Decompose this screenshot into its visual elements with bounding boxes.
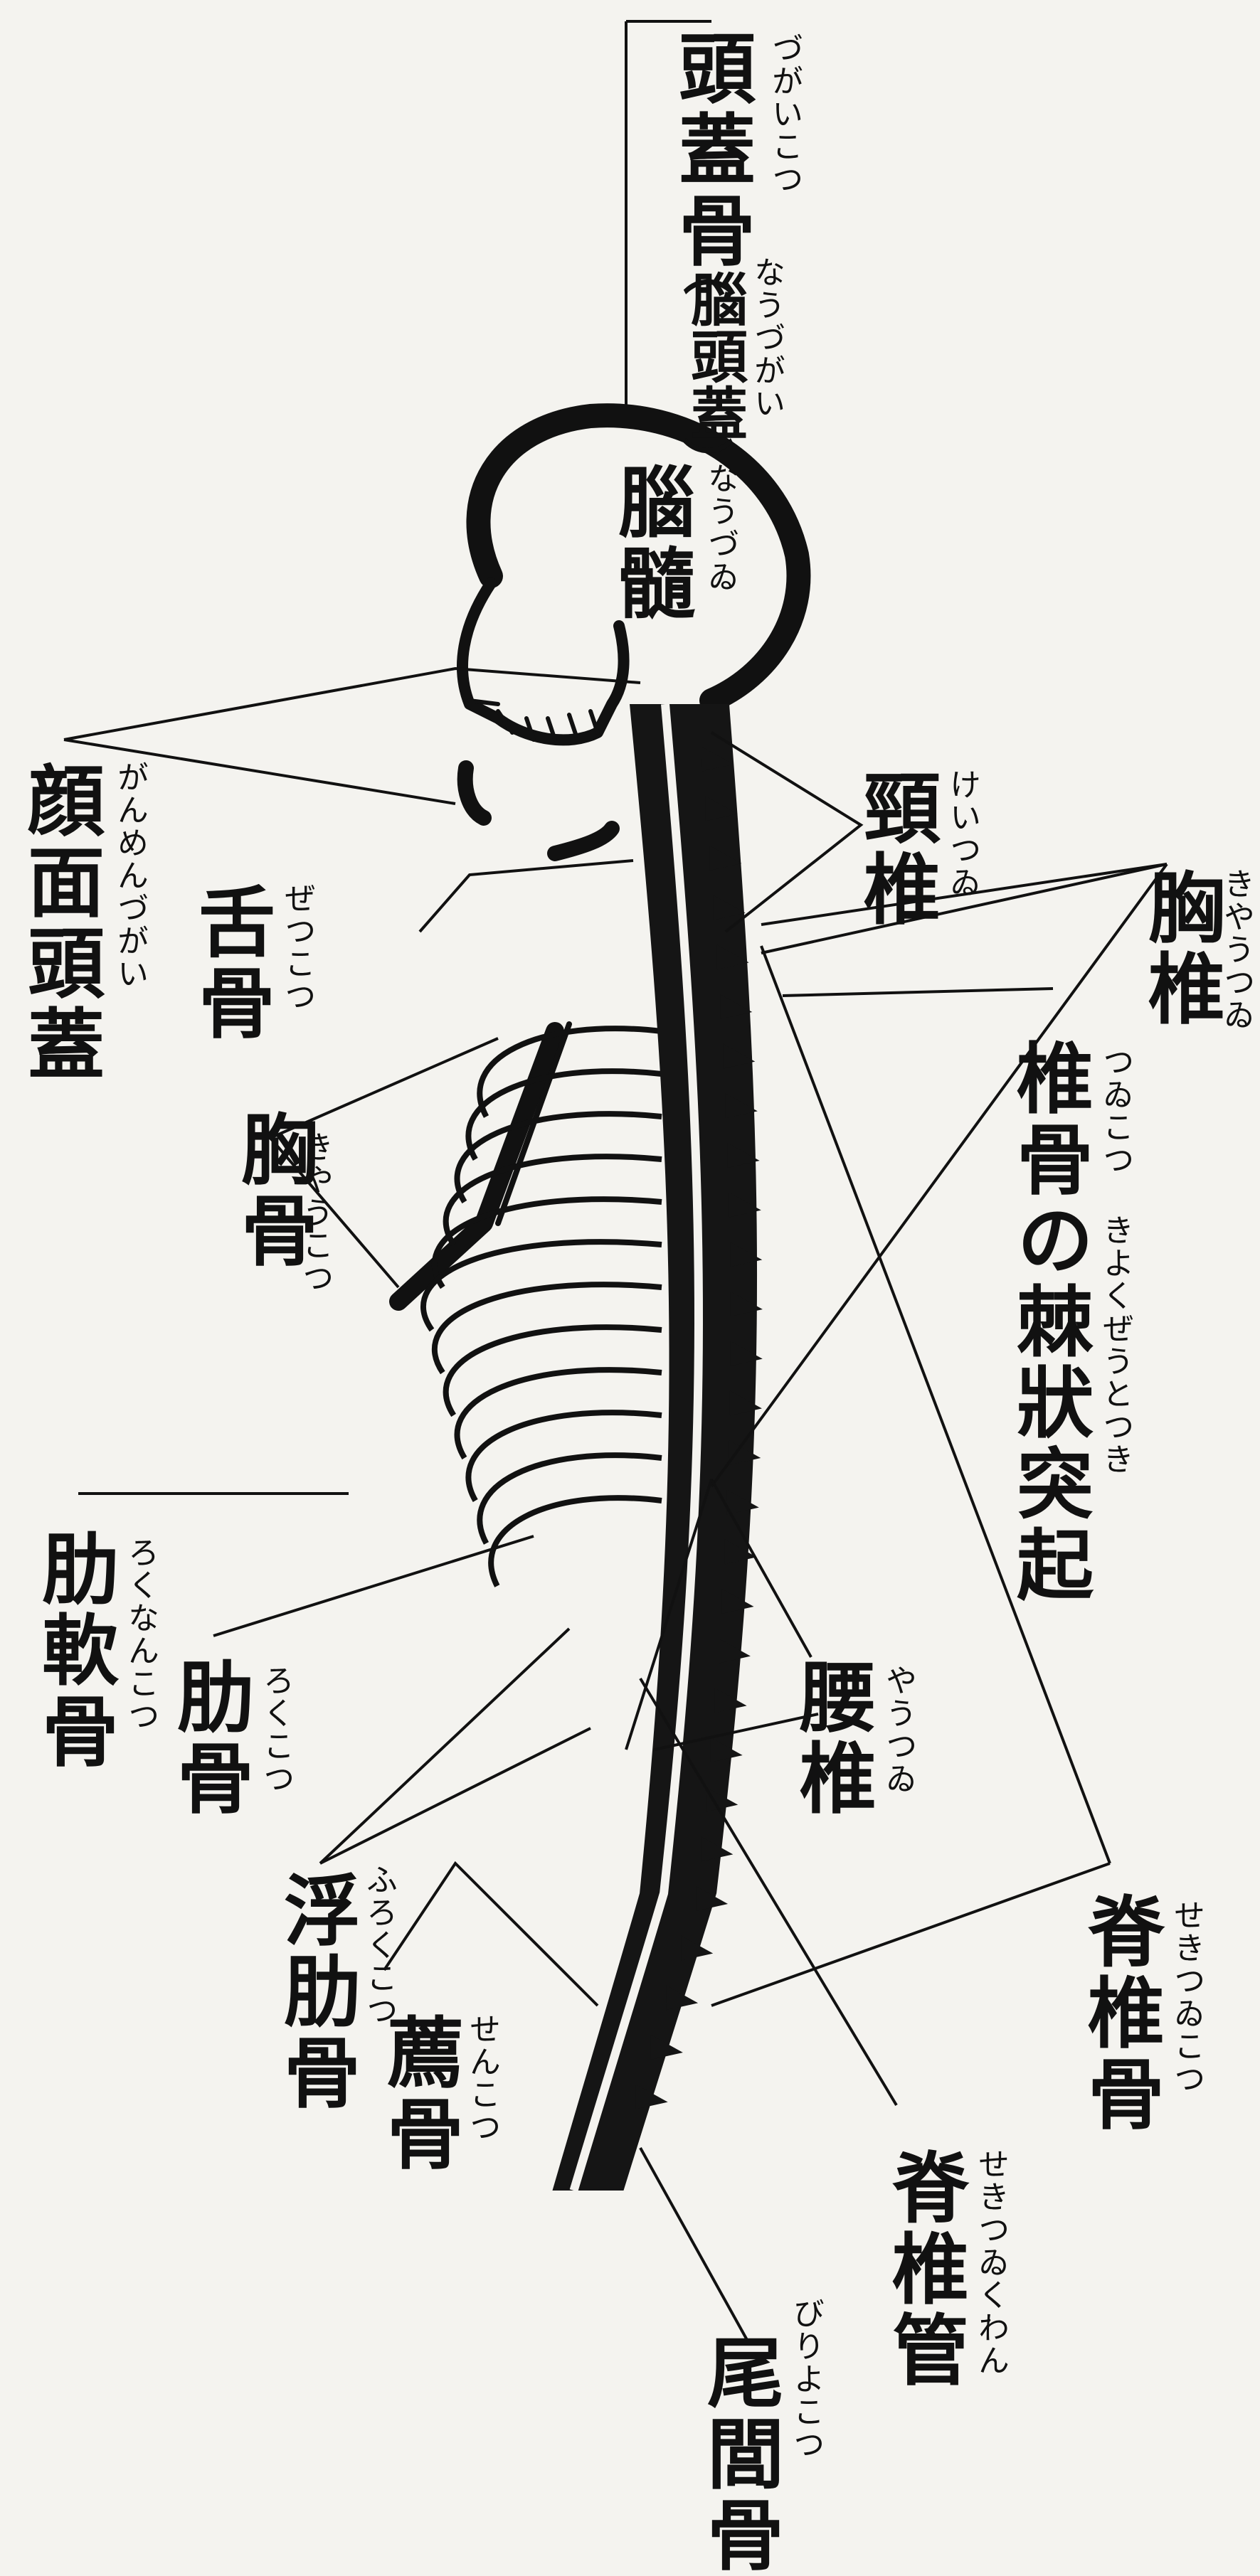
label-kyoutsui: 胸椎 [1142,868,1219,1030]
ruby-zugaikotsu: づがいこつ [768,32,800,196]
label-tsuikotsu-kyoku: 椎骨の棘狀突起 [1010,1038,1087,1579]
ruby-youtsui: やうつゐ [882,1664,914,1795]
ruby-nouzui: なうづゐ [704,462,736,593]
label-rokunankotsu: 肋軟骨 [36,1529,112,1772]
ribs [423,1028,662,1586]
label-youtsui: 腰椎 [793,1657,870,1819]
ruby-noutougai: なうづがい [751,256,782,420]
ruby-biryokotsu: びりよこつ [790,2297,821,2461]
label-ganmentougai: 顔面頭蓋 [21,761,98,1085]
term-tsuikotsu-kyoku: 椎骨の棘狀突起 [1004,1038,1094,1606]
vertebral-column [552,704,757,2191]
ruby-kyoukotsu: きやうこつ [299,1131,330,1294]
ruby-furokkotsu: ふろくこつ [363,1863,394,2027]
term-noutougai: 腦頭蓋 [682,270,748,441]
ruby-sekitsuikotsu: せきつゐこつ [1170,1899,1202,2095]
label-rokkotsu: 肋骨 [171,1657,248,1819]
label-nouzui: 腦髓 [612,462,689,624]
ruby-tsuikotsu-kyoku: つゐこつ きよくぜうとつき [1099,1045,1131,1543]
label-sekitsuikotsu: 脊椎骨 [1081,1892,1158,2135]
label-keitsui: 頸椎 [857,768,934,930]
ruby-rokkotsu: ろくこつ [260,1664,291,1795]
label-zugaikotsu: 頭蓋骨 [672,28,749,272]
ruby-senkotsu: せんこつ [466,2013,497,2144]
label-senkotsu: 薦骨 [381,2013,457,2175]
face-outline [462,583,624,740]
ruby-rokunankotsu: ろくなんこつ [125,1536,156,1733]
ruby-kyoutsui: きやうつゐ [1220,868,1251,1031]
term-zugaikotsu: 頭蓋骨 [666,28,756,272]
ruby-zekkotsu: ぜつこつ [281,882,312,1013]
label-sekitsuikan: 脊椎管 [886,2148,963,2391]
ruby-keitsui: けいつゐ [946,768,978,899]
label-furokkotsu: 浮肋骨 [277,1870,354,2114]
hyoid-bone [555,829,612,853]
ruby-ganmentougai: がんめんづがい [114,761,145,990]
mandible [465,768,484,818]
label-noutougai: 腦頭蓋 [687,270,743,441]
ruby-sekitsuikan: せきつゐくわん [975,2148,1006,2377]
label-zekkotsu: 舌骨 [192,882,269,1044]
label-biryokotsu: 尾閭骨 [701,2333,778,2576]
